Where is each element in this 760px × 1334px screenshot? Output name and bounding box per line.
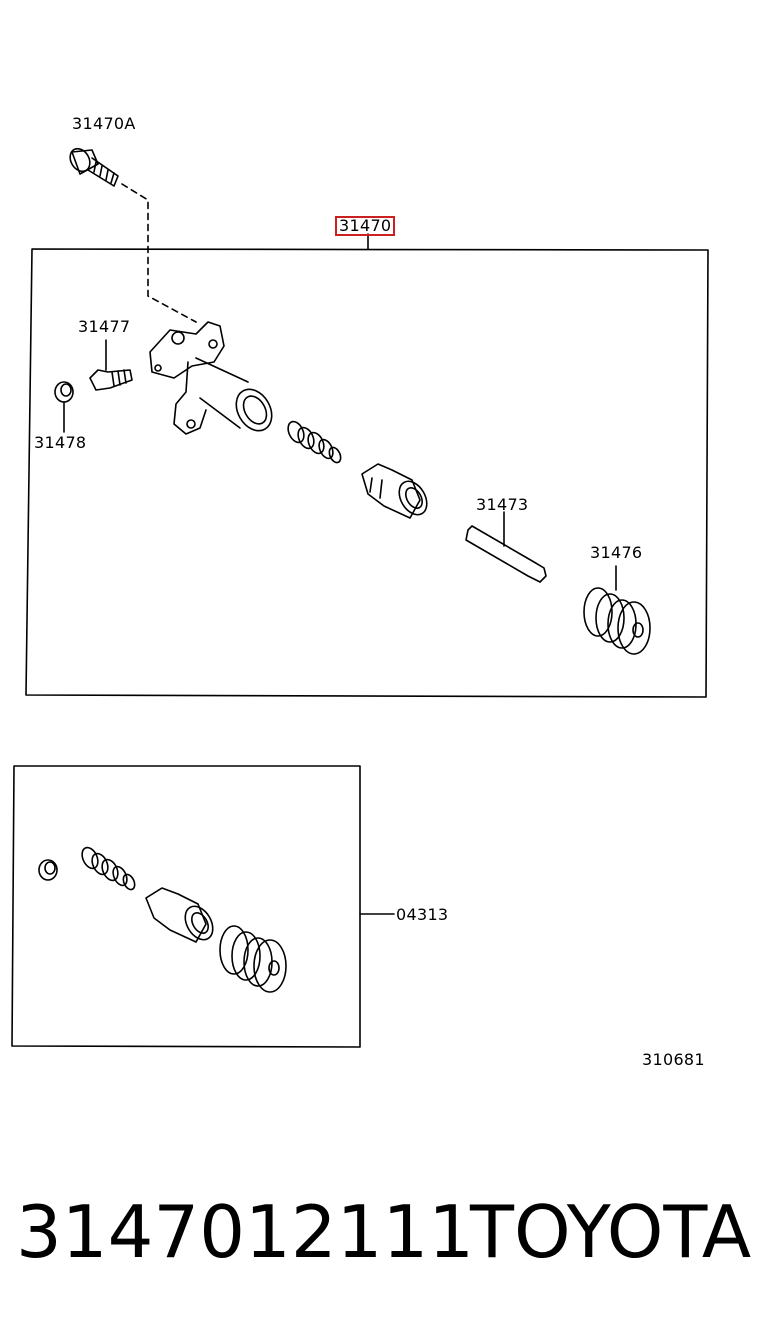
callout-31478: 31478	[34, 433, 87, 452]
kit-cap-icon	[38, 859, 58, 881]
callout-31476: 31476	[590, 543, 643, 562]
callout-31473: 31473	[476, 495, 529, 514]
callout-31470: 31470	[335, 216, 396, 236]
slave-cylinder-icon	[149, 321, 273, 435]
callout-31477: 31477	[78, 317, 131, 336]
push-rod-icon	[465, 511, 547, 583]
bleeder-screw-icon	[89, 339, 133, 391]
bleeder-cap-icon	[54, 381, 74, 433]
kit-piston-icon	[145, 887, 214, 943]
brand-name: TOYOTA	[470, 1190, 752, 1274]
piston-icon	[361, 463, 428, 519]
piston-spring-icon	[287, 420, 342, 464]
callout-31470a: 31470A	[72, 114, 136, 133]
part-number: 3147012111	[16, 1190, 475, 1274]
bolt-icon	[69, 147, 119, 187]
callout-04313: 04313	[396, 905, 449, 924]
figure-id: 310681	[642, 1050, 705, 1069]
bolt-leader	[121, 183, 197, 323]
repair-kit-frame	[11, 765, 361, 1048]
assembly-frame	[25, 248, 709, 698]
kit-boot-icon	[219, 925, 287, 993]
kit-spring-icon	[81, 846, 136, 891]
boot-icon	[583, 565, 651, 655]
